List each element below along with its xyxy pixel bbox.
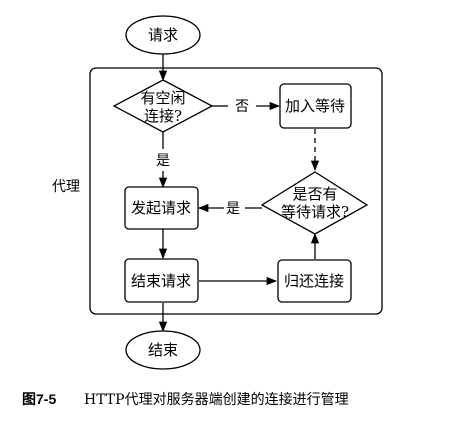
decision-waiting-requests bbox=[260, 171, 369, 235]
proxy-group-box bbox=[89, 67, 383, 315]
process-end-request bbox=[124, 258, 199, 303]
process-send-request bbox=[124, 186, 199, 230]
decision-waiting-line1: 是否有 bbox=[292, 185, 337, 203]
process-return-connection-label: 归还连接 bbox=[284, 272, 344, 290]
decision-idle-line1: 有空闲 bbox=[140, 89, 185, 107]
edge-label-idle-yes: 是 bbox=[156, 153, 170, 169]
edge-label-idle-no: 否 bbox=[235, 99, 249, 115]
start-node-label: 请求 bbox=[148, 26, 178, 44]
proxy-group-label: 代理 bbox=[52, 179, 80, 195]
process-join-wait-label: 加入等待 bbox=[285, 97, 345, 115]
figure-number: 图7-5 bbox=[22, 391, 56, 407]
edge-label-waiting-yes: 是 bbox=[226, 201, 240, 217]
decision-idle-line2: 连接? bbox=[144, 107, 182, 125]
process-end-request-label: 结束请求 bbox=[131, 272, 191, 290]
process-join-wait bbox=[279, 83, 352, 129]
end-node-label: 结束 bbox=[148, 341, 178, 359]
process-return-connection bbox=[277, 259, 352, 303]
process-send-request-label: 发起请求 bbox=[131, 199, 191, 217]
figure-caption: HTTP代理对服务器端创建的连接进行管理 bbox=[84, 391, 349, 408]
start-node-request bbox=[125, 15, 201, 55]
decision-idle-connection bbox=[112, 79, 214, 133]
decision-waiting-line2: 等待请求? bbox=[281, 203, 349, 221]
end-node bbox=[125, 330, 201, 370]
